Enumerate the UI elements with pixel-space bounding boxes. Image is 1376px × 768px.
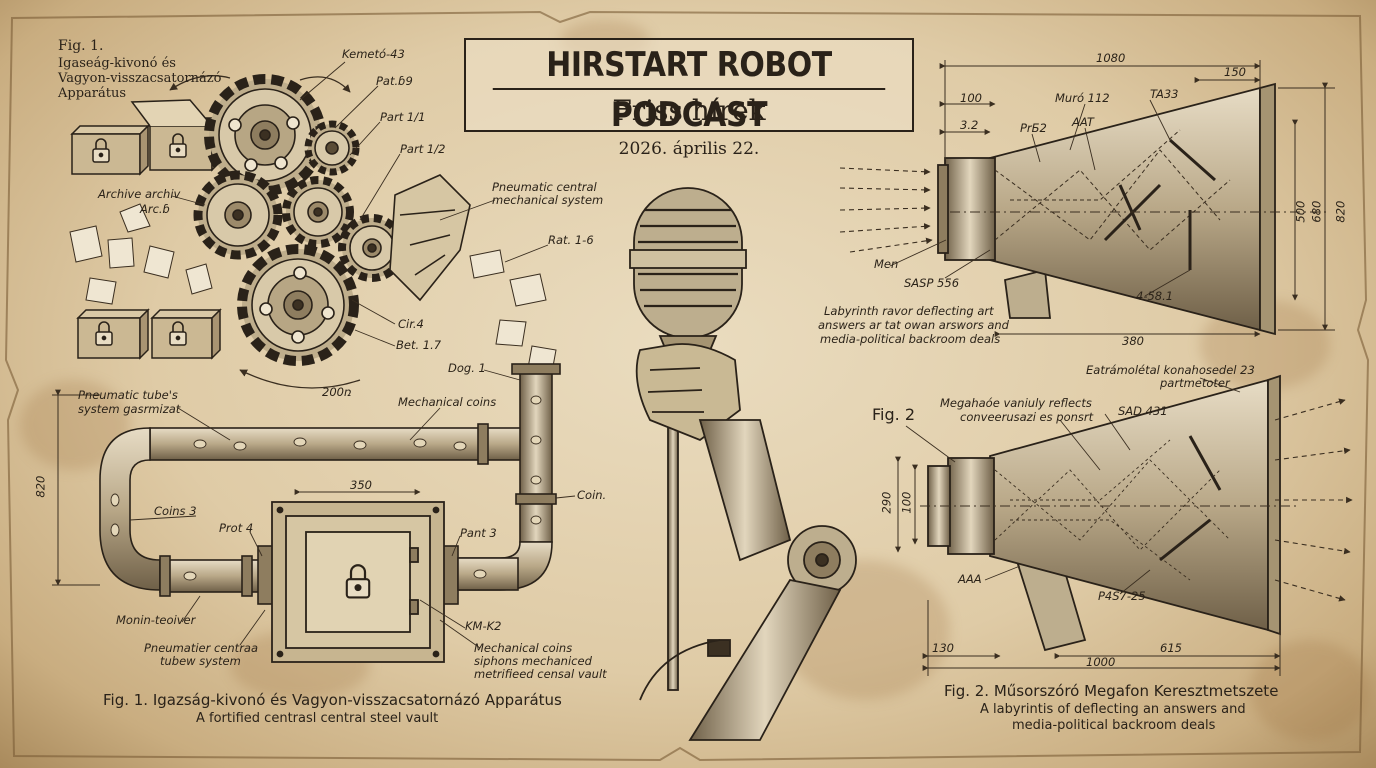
label-part: Part 1/1 [380,110,426,124]
dimension-label: 100 [960,91,982,105]
dimension-label: 100 [899,491,914,514]
fig2-label: Fig. 2 [872,405,915,424]
label-tube: Pneumatic tube's [78,388,178,402]
dimension-label: 500 [1293,200,1308,223]
label-rotation: 200ռ [322,385,352,399]
coins [110,395,542,581]
label-prot: Prot 4 [219,521,254,535]
label-extra: Eatrámolétal konahosedel 23 [1086,363,1255,377]
label-mechanical-coins-vault: metrifieed censal vault [474,667,607,681]
fig1-label: Fig. 1. [58,38,104,54]
dimension-label: 1080 [1096,51,1126,65]
label-pneumatic-tube-system: Pneumatier centraa [144,641,259,655]
label-kemeto: Kemetó-43 [342,47,405,61]
label-cir: Cir.4 [398,317,424,331]
label-tube: system gasrmizat [78,402,181,416]
fig1-heading-line: Apparátus [58,86,127,101]
label-part: Pat.ɓ9 [376,74,413,88]
gears [193,74,471,366]
label-pneumatic-central: Pneumatic central [492,180,597,194]
dimension-label: 380 [1122,334,1144,348]
label-muro: Muró 112 [1055,91,1110,105]
pneumatic-pipes [99,363,561,605]
label-mechanical-coins-vault: siphons mechaniced [474,654,592,668]
dimension-label: 1000 [1086,655,1116,669]
fig1-caption: Fig. 1. Igazság-kivonó és Vagyon-visszac… [103,691,562,709]
fig1-heading-line: Vagyon-visszacsatornázó [58,71,222,86]
label-ta: TA33 [1150,87,1179,101]
label-mechanical-coins: Mechanical coins [398,395,497,409]
label-coin: Coin. [577,488,607,502]
dimension-label: 820 [1333,200,1348,223]
label-aat: AAT [1072,115,1094,129]
label-ref: 4-58.1 [1136,289,1174,303]
label-labyrinth: answers ar tat owan arswors and [818,318,1009,332]
fig1-heading-line: Igaseág-kivonó és [58,56,176,71]
vault-icon [271,501,445,663]
label-p4s7: P4S7-25 [1098,589,1146,603]
archive-boxes [70,99,222,360]
label-pneumatic-tube-system: tubew system [160,654,241,668]
label-dog: Dog. 1 [448,361,486,375]
label-monin: Monin-teoiver [116,613,196,627]
label-archive: Archive archiv [98,187,181,201]
label-coins: Coins 3 [154,504,197,518]
label-pneumatic-central: mechanical system [492,193,604,207]
fig2-subcaption: A labyrintis of deflecting an answers an… [980,702,1246,717]
page-title: HIRSTART ROBOT PODCAST [492,40,886,135]
dimension-label: 150 [1224,65,1246,79]
dimension-label: 3.2 [960,118,979,132]
dimension-label: 130 [932,641,954,655]
dimension-label: 615 [1160,641,1182,655]
label-arc: Arc.ɓ [140,202,170,216]
label-men: Men [874,257,899,271]
dimension-label: 290 [879,491,894,514]
label-labyrinth: Labyrinth ravor deflecting art [824,304,994,318]
fig2-caption: Fig. 2. Műsorszóró Megafon Keresztmetsze… [944,682,1279,700]
label-megahade: conveerusazi es ponsrt [960,410,1094,424]
label-sad: SAD 431 [1118,404,1168,418]
dimension-label: 680 [1309,200,1324,223]
label-part: Pant 3 [460,526,497,540]
title-plaque: HIRSTART ROBOT PODCAST Friss hírek [464,38,914,135]
label-rat: Rat. 1-6 [548,233,594,247]
robot-arm-icon [635,343,857,741]
megaphone-icon [937,82,1276,336]
label-part: Part 1/2 [400,142,446,156]
label-megahade: Megahaóe vaniuly reflects [940,396,1092,410]
publish-date: 2026. április 22. [618,139,760,159]
label-sasp: SASP 556 [904,276,960,290]
label-mechanical-coins-vault: Mechanical coins [474,641,573,655]
dimension-label: 350 [350,478,372,492]
dimension-label: 820 [33,475,48,498]
label-aaa: AAA [958,572,982,586]
fig2-subcaption: media-political backroom deals [1012,718,1216,733]
label-km: KM-K2 [465,619,502,633]
label-labyrinth: media-political backroom deals [820,332,1001,346]
megaphone-icon [927,374,1281,652]
fig1-subcaption: A fortified centrasl central steel vault [196,711,439,726]
label-extra: partmetoter [1160,376,1230,390]
page-subtitle: Friss hírek [612,94,766,127]
label-bet: Bet. 1.7 [396,338,442,352]
loose-papers [69,203,213,305]
label-pb: PrБ2 [1020,121,1047,135]
